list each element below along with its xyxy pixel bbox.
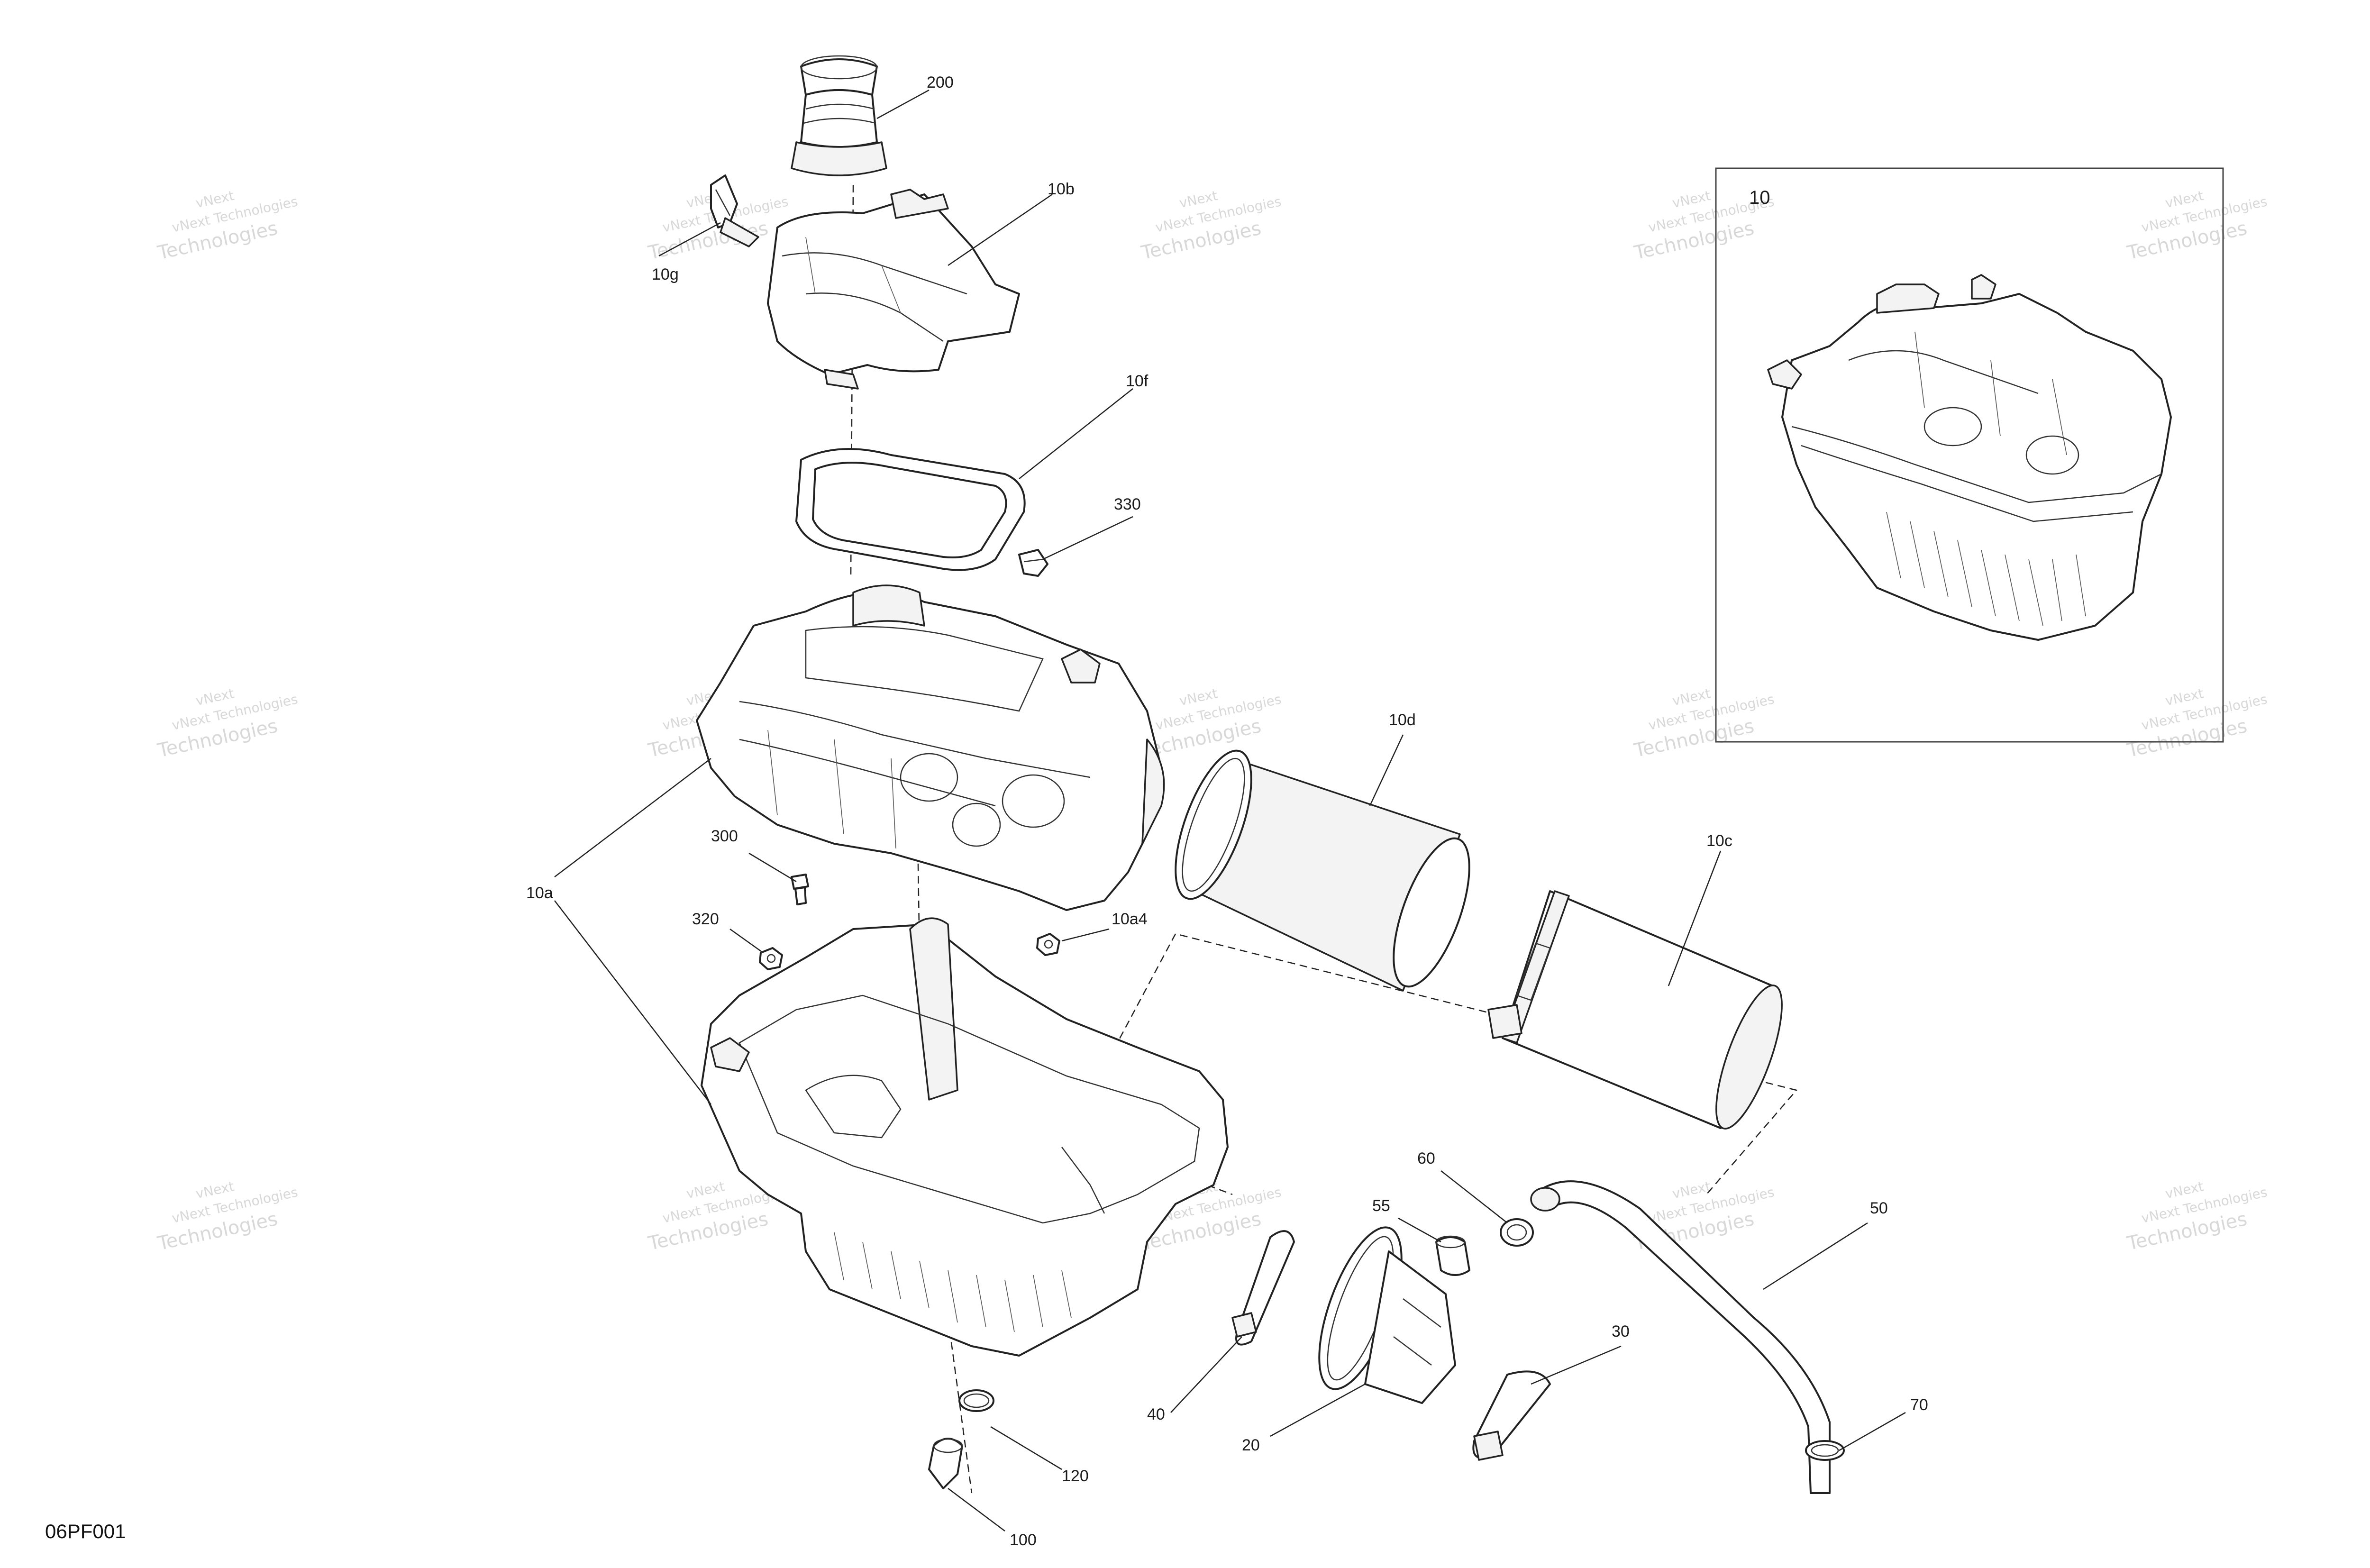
part-10a-lower-airbox bbox=[701, 917, 1229, 1357]
callout-10f: 10f bbox=[1126, 372, 1149, 390]
part-10a-upper-airbox bbox=[696, 584, 1165, 911]
callout-10d: 10d bbox=[1389, 711, 1416, 729]
callout-10a4: 10a4 bbox=[1112, 910, 1148, 928]
callout-10a: 10a bbox=[526, 884, 553, 902]
callout-10g: 10g bbox=[652, 265, 679, 283]
part-10g-clip bbox=[710, 174, 759, 247]
part-320-nut bbox=[759, 947, 783, 970]
part-10a4-nut bbox=[1036, 933, 1060, 956]
callout-10c: 10c bbox=[1706, 832, 1732, 850]
part-300-screw bbox=[791, 874, 809, 905]
callout-60: 60 bbox=[1417, 1149, 1435, 1167]
callout-55: 55 bbox=[1372, 1197, 1390, 1215]
watermark: vNext vNext Technologies Technologies bbox=[155, 188, 299, 264]
part-10b-airbox-cover bbox=[767, 189, 1020, 390]
watermark: vNext vNext Technologies Technologies bbox=[2125, 1178, 2269, 1255]
part-200-intake-boot bbox=[791, 55, 887, 176]
part-55-nipple bbox=[1435, 1235, 1470, 1276]
callout-20: 20 bbox=[1242, 1436, 1260, 1454]
part-100-drain-valve bbox=[928, 1438, 963, 1489]
part-120-clamp bbox=[958, 1389, 994, 1412]
callout-50: 50 bbox=[1870, 1199, 1888, 1217]
callout-200: 200 bbox=[927, 73, 954, 91]
watermark: vNext vNext Technologies Technologies bbox=[1632, 685, 1776, 762]
callout-labels: 200 10b 10g 10f 330 10 10d 10c 10a 300 3… bbox=[526, 73, 1928, 1549]
callout-320: 320 bbox=[692, 910, 719, 928]
part-10c-filter-element bbox=[1487, 890, 1783, 1130]
callout-10b: 10b bbox=[1048, 180, 1075, 198]
part-70-clamp bbox=[1805, 1440, 1845, 1461]
part-10f-gasket bbox=[795, 448, 1026, 571]
part-60-clamp bbox=[1500, 1218, 1534, 1247]
callout-70: 70 bbox=[1910, 1396, 1928, 1414]
callout-330: 330 bbox=[1114, 495, 1141, 513]
callout-10: 10 bbox=[1749, 187, 1770, 208]
part-10d-filter-sleeve bbox=[1175, 749, 1470, 992]
watermark: vNext vNext Technologies Technologies bbox=[155, 685, 299, 762]
leader-lines bbox=[554, 89, 1906, 1532]
watermark: vNext vNext Technologies Technologies bbox=[155, 1178, 299, 1255]
callout-100: 100 bbox=[1010, 1531, 1037, 1549]
watermark: vNext vNext Technologies Technologies bbox=[2125, 188, 2269, 264]
part-10-assembly-view bbox=[1715, 167, 2224, 743]
part-30-clamp bbox=[1472, 1370, 1551, 1461]
diagram-reference-code: 06PF001 bbox=[45, 1520, 126, 1542]
watermark: vNext vNext Technologies Technologies bbox=[1139, 188, 1283, 264]
callout-40: 40 bbox=[1147, 1405, 1165, 1423]
part-330-clip bbox=[1018, 549, 1048, 577]
callout-300: 300 bbox=[711, 827, 738, 845]
watermark: vNext vNext Technologies Technologies bbox=[2125, 685, 2269, 762]
part-20-adapter-boot bbox=[1318, 1226, 1456, 1404]
callout-120: 120 bbox=[1062, 1467, 1089, 1485]
part-40-clamp bbox=[1231, 1230, 1295, 1346]
callout-30: 30 bbox=[1612, 1322, 1630, 1340]
